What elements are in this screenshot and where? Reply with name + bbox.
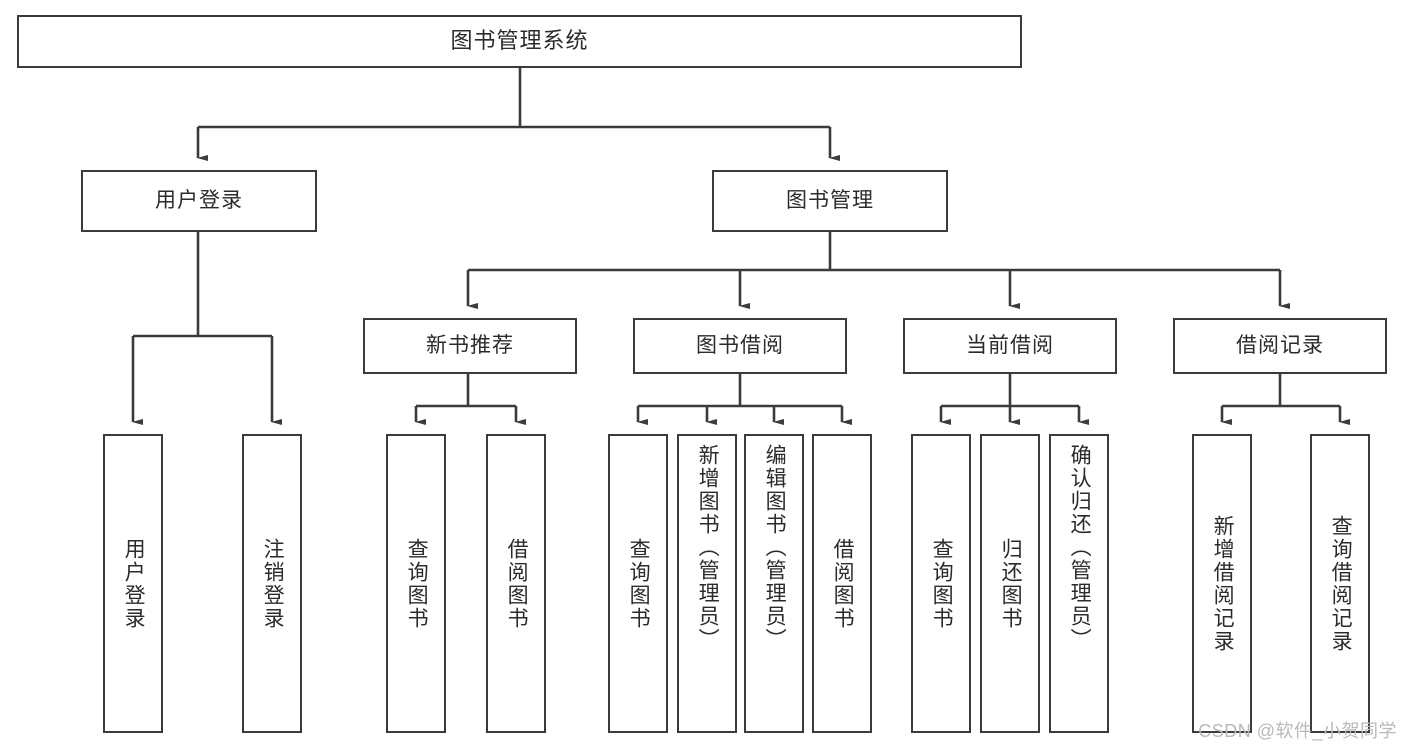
- node-label: 编辑图书（管理员）: [763, 444, 787, 651]
- node-label: 新书推荐: [426, 334, 514, 358]
- node-label: 新增借阅记录: [1211, 514, 1235, 653]
- node-leaf-query-borrow-record[interactable]: 查询借阅记录: [1310, 434, 1370, 733]
- node-label: 借阅图书: [831, 537, 855, 630]
- node-current-borrow[interactable]: 当前借阅: [903, 318, 1117, 374]
- node-leaf-query-book-recommend[interactable]: 查询图书: [386, 434, 446, 733]
- node-label: 查询图书: [405, 537, 429, 630]
- node-label: 当前借阅: [966, 334, 1054, 358]
- node-label: 归还图书: [999, 537, 1023, 630]
- node-leaf-edit-book[interactable]: 编辑图书（管理员）: [744, 434, 804, 733]
- node-label: 查询图书: [930, 537, 954, 630]
- node-leaf-user-login[interactable]: 用户登录: [103, 434, 163, 733]
- node-label: 用户登录: [155, 189, 243, 213]
- node-leaf-return-book[interactable]: 归还图书: [980, 434, 1040, 733]
- node-label: 确认归还（管理员）: [1068, 444, 1092, 651]
- node-leaf-confirm-return[interactable]: 确认归还（管理员）: [1049, 434, 1109, 733]
- node-leaf-add-book[interactable]: 新增图书（管理员）: [677, 434, 737, 733]
- node-label: 借阅记录: [1236, 334, 1324, 358]
- node-leaf-query-book-current[interactable]: 查询图书: [911, 434, 971, 733]
- node-root-book-management-system[interactable]: 图书管理系统: [17, 15, 1022, 68]
- node-leaf-logout[interactable]: 注销登录: [242, 434, 302, 733]
- node-leaf-borrow-book-recommend[interactable]: 借阅图书: [486, 434, 546, 733]
- node-label: 查询图书: [627, 537, 651, 630]
- node-label: 图书借阅: [696, 334, 784, 358]
- node-label: 借阅图书: [505, 537, 529, 630]
- node-label: 用户登录: [122, 537, 146, 630]
- node-leaf-query-book-borrow[interactable]: 查询图书: [608, 434, 668, 733]
- node-label: 图书管理系统: [450, 28, 589, 54]
- node-leaf-borrow-book[interactable]: 借阅图书: [812, 434, 872, 733]
- node-label: 新增图书（管理员）: [696, 444, 720, 651]
- node-new-book-recommend[interactable]: 新书推荐: [363, 318, 577, 374]
- node-user-login[interactable]: 用户登录: [81, 170, 317, 232]
- node-book-borrow[interactable]: 图书借阅: [633, 318, 847, 374]
- node-borrow-record[interactable]: 借阅记录: [1173, 318, 1387, 374]
- node-label: 注销登录: [261, 537, 285, 630]
- node-label: 查询借阅记录: [1329, 514, 1353, 653]
- node-label: 图书管理: [786, 189, 874, 213]
- node-leaf-add-borrow-record[interactable]: 新增借阅记录: [1192, 434, 1252, 733]
- node-book-management[interactable]: 图书管理: [712, 170, 948, 232]
